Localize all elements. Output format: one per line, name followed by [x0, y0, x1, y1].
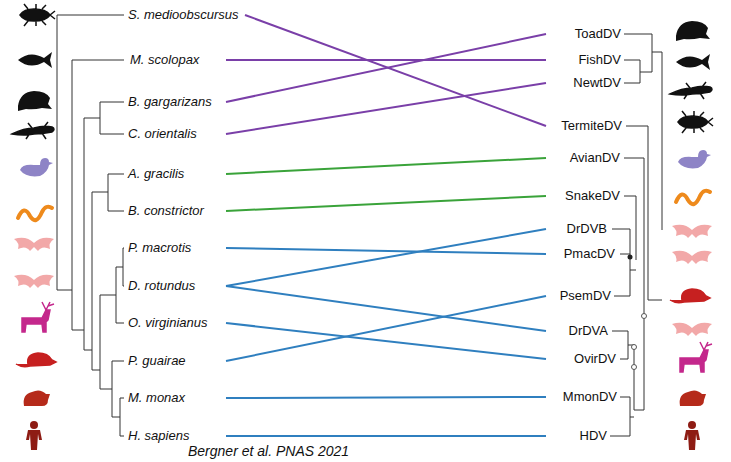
virus-label: FishDV	[548, 52, 621, 68]
beetle-icon	[678, 111, 713, 133]
bat-icon	[672, 323, 712, 336]
bat-icon	[672, 251, 712, 264]
host-species-label: D. rotundus	[128, 278, 220, 294]
node-dot	[642, 314, 647, 319]
rat-icon	[670, 289, 710, 303]
virus-label: ToadDV	[548, 26, 621, 42]
host-species-label: M. scolopax	[130, 52, 222, 68]
label-text: PmacDV	[548, 246, 615, 262]
host-virus-link	[226, 397, 546, 398]
label-text: H. sapiens	[128, 428, 220, 444]
host-species-label: B. constrictor	[128, 203, 220, 219]
host-species-label: C. orientalis	[128, 126, 220, 142]
label-text: NewtDV	[548, 75, 621, 91]
label-text: B. gargarizans	[128, 94, 220, 110]
virus-label: DrDVA	[548, 323, 608, 339]
host-virus-link	[226, 34, 546, 102]
label-text: S. medioobscursus	[128, 7, 241, 23]
host-virus-link	[226, 435, 546, 437]
label-text: TermiteDV	[548, 118, 622, 134]
beetle-icon	[20, 4, 55, 26]
human-icon	[684, 430, 700, 450]
marmot-icon	[24, 390, 50, 406]
rat-icon	[16, 353, 56, 367]
virus-label: DrDVB	[548, 221, 607, 237]
newt-icon	[670, 82, 712, 99]
label-text: AvianDV	[548, 150, 620, 166]
citation-caption: Bergner et al. PNAS 2021	[188, 443, 349, 459]
node-dot	[632, 365, 637, 370]
snake-icon	[676, 191, 710, 205]
host-species-label: M. monax	[128, 390, 220, 406]
label-text: SnakeDV	[548, 188, 620, 204]
label-text: HDV	[548, 428, 607, 444]
deer-icon	[22, 302, 54, 332]
label-text: FishDV	[548, 52, 621, 68]
virus-label: SnakeDV	[548, 188, 620, 204]
virus-label: AvianDV	[548, 150, 620, 166]
host-species-label: B. gargarizans	[128, 94, 220, 110]
label-text: P. macrotis	[128, 240, 220, 256]
host-species-label: P. guairae	[128, 353, 220, 369]
host-virus-link	[226, 158, 546, 174]
label-text: ToadDV	[548, 26, 621, 42]
virus-label: NewtDV	[548, 75, 621, 91]
node-dot	[628, 255, 633, 260]
virus-label: PmacDV	[548, 246, 615, 262]
host-tree	[57, 15, 124, 436]
deer-icon	[680, 342, 712, 372]
host-species-label: O. virginianus	[128, 315, 220, 331]
newt-icon	[12, 122, 54, 139]
label-text: OvirDV	[548, 351, 616, 367]
host-virus-link	[226, 196, 546, 211]
node-dot	[632, 345, 637, 350]
host-virus-link	[245, 15, 546, 126]
duck-icon	[678, 150, 711, 168]
label-text: D. rotundus	[128, 278, 220, 294]
label-text: A. gracilis	[128, 166, 220, 182]
label-text: O. virginianus	[128, 315, 220, 331]
label-text: C. orientalis	[128, 126, 220, 142]
fish-icon	[18, 52, 52, 68]
bat-icon	[672, 225, 712, 238]
host-virus-link	[226, 229, 546, 286]
virus-label: HDV	[548, 428, 607, 444]
human-icon	[30, 421, 38, 429]
host-virus-link	[226, 59, 546, 61]
virus-label: TermiteDV	[548, 118, 622, 134]
duck-icon	[20, 158, 53, 176]
fish-icon	[676, 54, 710, 70]
host-virus-link	[226, 286, 546, 331]
virus-label: PsemDV	[548, 288, 611, 304]
marmot-icon	[680, 390, 706, 406]
host-species-label: A. gracilis	[128, 166, 220, 182]
host-species-label: S. medioobscursus	[128, 7, 241, 23]
label-text: B. constrictor	[128, 203, 220, 219]
label-text: PsemDV	[548, 288, 611, 304]
snake-icon	[18, 207, 52, 221]
virus-label: MmonDV	[548, 389, 617, 405]
toad-icon	[676, 21, 710, 41]
bat-icon	[14, 238, 54, 251]
virus-tree	[610, 34, 662, 436]
virus-label: OvirDV	[548, 351, 616, 367]
toad-icon	[18, 91, 52, 111]
label-text: M. scolopax	[130, 52, 222, 68]
bat-icon	[14, 275, 54, 288]
host-virus-link	[226, 83, 546, 134]
label-text: DrDVA	[548, 323, 608, 339]
host-virus-link	[226, 296, 546, 361]
host-virus-link	[226, 248, 546, 254]
host-species-label: P. macrotis	[128, 240, 220, 256]
human-icon	[688, 421, 696, 429]
label-text: MmonDV	[548, 389, 617, 405]
label-text: DrDVB	[548, 221, 607, 237]
label-text: P. guairae	[128, 353, 220, 369]
host-species-label: H. sapiens	[128, 428, 220, 444]
label-text: M. monax	[128, 390, 220, 406]
human-icon	[26, 430, 42, 450]
